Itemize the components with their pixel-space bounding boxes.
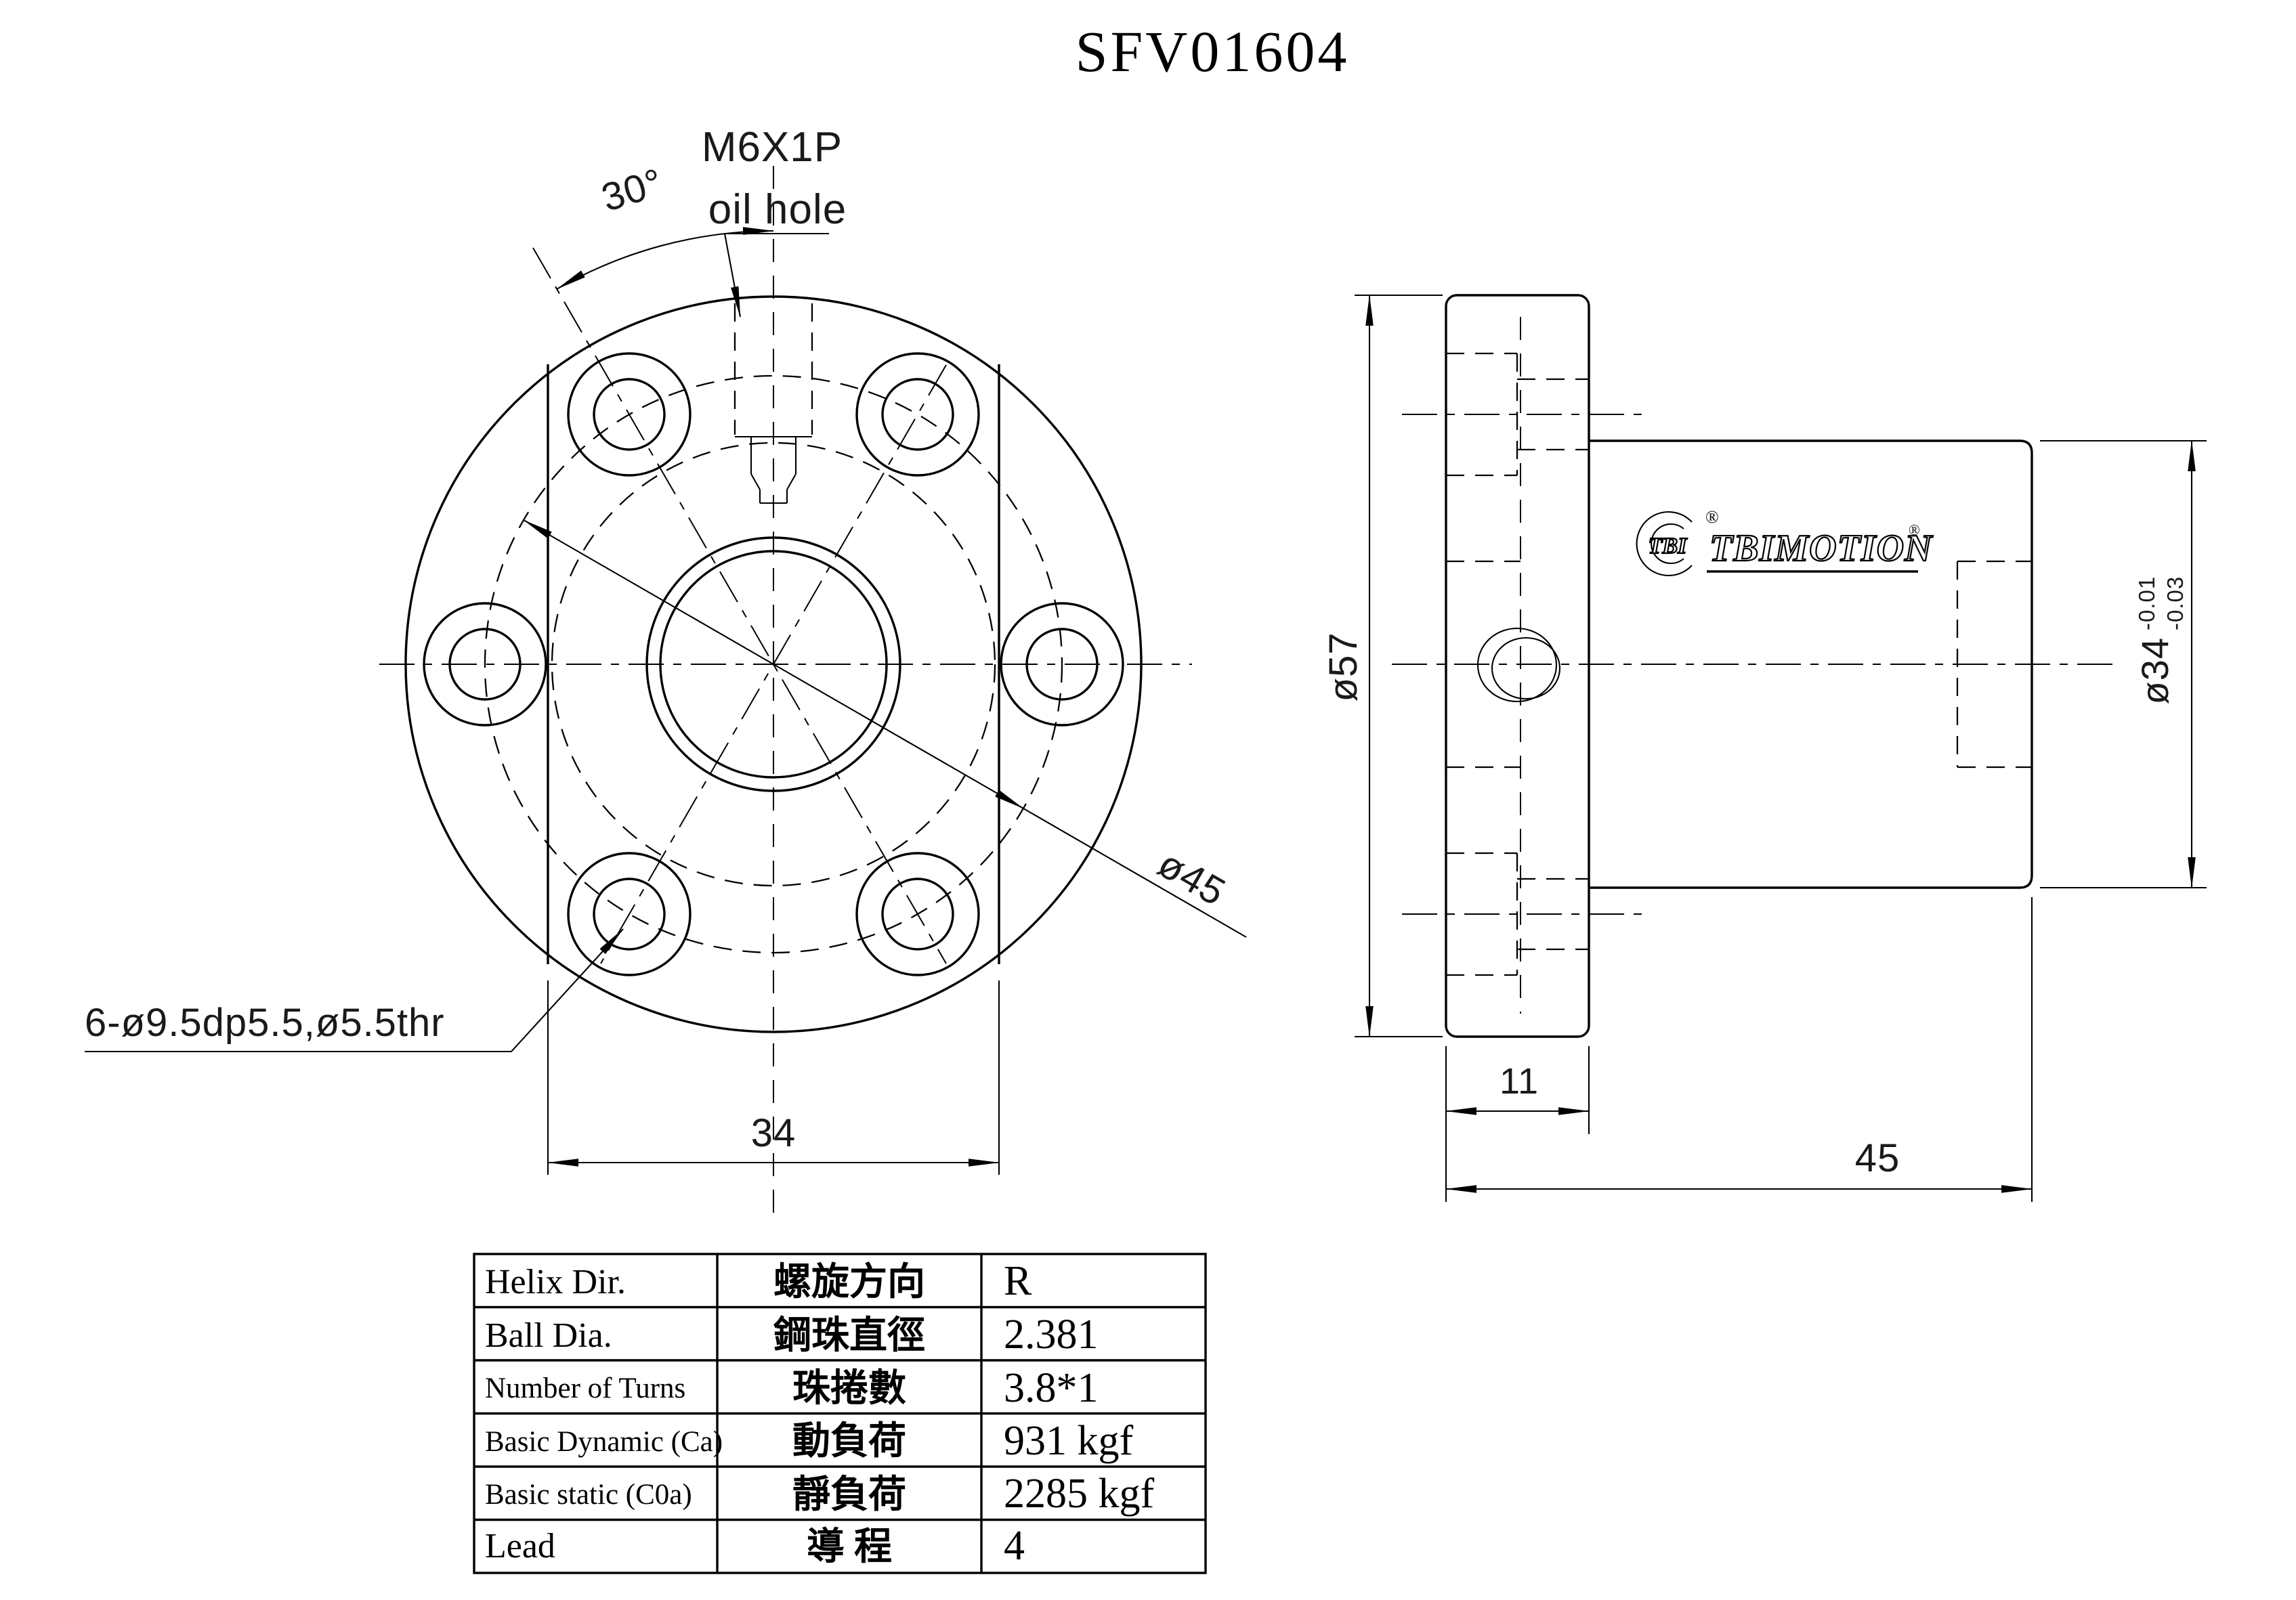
row2-value: 2.381	[1004, 1312, 1099, 1358]
front-view: 30° ø45 34 M6X1P oil hole 6-ø9.5dp5.5,ø5…	[85, 124, 1247, 1215]
dim-body-od-text: ø34	[2133, 637, 2176, 705]
row3-zh: 珠捲數	[792, 1368, 906, 1410]
oil-hole-label: oil hole	[708, 186, 847, 233]
bolt-holes	[423, 352, 1124, 976]
logo-reg-2: ®	[1909, 521, 1920, 538]
row5-value: 2285 kgf	[1004, 1471, 1155, 1517]
row3-en: Number of Turns	[485, 1372, 685, 1404]
bolt-circle	[484, 374, 1063, 954]
row5-en: Basic static (C0a)	[485, 1479, 692, 1511]
dim-length-text: 45	[1855, 1136, 1900, 1180]
dim-flange-thickness-text: 11	[1500, 1061, 1539, 1102]
dim-flange-od-text: ø57	[1321, 632, 1365, 702]
table-row: Basic Dynamic (Ca) 動負荷 931 kgf	[485, 1418, 1134, 1464]
flange-outline	[1445, 294, 1590, 1038]
logo-name: TBIMOTION	[1709, 527, 1934, 569]
dim-body-od-tol-lower: -0.03	[2163, 576, 2188, 630]
dim-flange-od: ø57	[1321, 294, 1443, 1038]
row1-value: R	[1004, 1258, 1032, 1304]
row2-zh: 鋼珠直徑	[773, 1315, 925, 1357]
logo-reg-1: ®	[1705, 507, 1719, 527]
dim-body-od: ø34 -0.01 -0.03	[2040, 439, 2207, 889]
flange-outer-circle	[404, 295, 1143, 1033]
dim-30deg-text: 30°	[597, 160, 668, 220]
row1-zh: 螺旋方向	[773, 1261, 925, 1303]
row3-value: 3.8*1	[1004, 1365, 1099, 1411]
bore-hidden	[1446, 560, 2032, 769]
oil-hole-feature	[734, 303, 813, 504]
thread-label: M6X1P	[702, 124, 843, 171]
table-row: Helix Dir. 螺旋方向 R	[485, 1258, 1032, 1304]
table-row: Number of Turns 珠捲數 3.8*1	[485, 1365, 1099, 1411]
holes-callout: 6-ø9.5dp5.5,ø5.5thr	[85, 928, 624, 1053]
side-oil-hole	[1476, 627, 1561, 703]
row6-value: 4	[1004, 1523, 1025, 1569]
dim-flat-width-text: 34	[751, 1111, 796, 1155]
table-row: Ball Dia. 鋼珠直徑 2.381	[485, 1312, 1099, 1358]
row6-en: Lead	[485, 1527, 555, 1565]
table-row: Lead 導 程 4	[485, 1523, 1025, 1569]
holes-label: 6-ø9.5dp5.5,ø5.5thr	[85, 1001, 445, 1045]
row6-zh: 導 程	[807, 1526, 892, 1568]
logo-emblem-outer	[1636, 511, 1693, 577]
side-view: TBI ® TBIMOTION ® ø57 ø34 -0.01 -0.03	[1321, 294, 2207, 1202]
dim-flat-width: 34	[547, 980, 1000, 1175]
spec-table: Helix Dir. 螺旋方向 R Ball Dia. 鋼珠直徑 2.381 N…	[473, 1253, 1207, 1574]
row4-zh: 動負荷	[792, 1421, 906, 1463]
dim-body-od-tol-upper: -0.01	[2134, 576, 2159, 630]
logo-abbr: TBI	[1649, 534, 1688, 559]
logo-emblem-inner	[1651, 523, 1684, 565]
top-hole-hidden	[1446, 352, 1589, 477]
dim-bolt-circle-text: ø45	[1151, 842, 1233, 915]
body-outline	[1589, 439, 2033, 889]
dim-flange-thickness: 11	[1445, 1046, 1590, 1202]
dim-bolt-circle: ø45	[523, 519, 1247, 938]
row1-en: Helix Dir.	[485, 1263, 626, 1301]
row4-en: Basic Dynamic (Ca)	[485, 1426, 723, 1458]
oil-hole-callout: M6X1P oil hole	[702, 124, 847, 318]
row5-zh: 靜負荷	[792, 1474, 906, 1516]
row2-en: Ball Dia.	[485, 1316, 612, 1355]
row4-value: 931 kgf	[1004, 1418, 1134, 1464]
tbimotion-logo: TBI ® TBIMOTION ®	[1636, 507, 1934, 577]
bottom-hole-hidden	[1446, 852, 1589, 976]
dim-length: 45	[1445, 897, 2033, 1202]
page-title: SFV01604	[1076, 19, 1350, 84]
bolt-centerline-left	[532, 247, 947, 964]
table-row: Basic static (C0a) 靜負荷 2285 kgf	[485, 1471, 1155, 1517]
